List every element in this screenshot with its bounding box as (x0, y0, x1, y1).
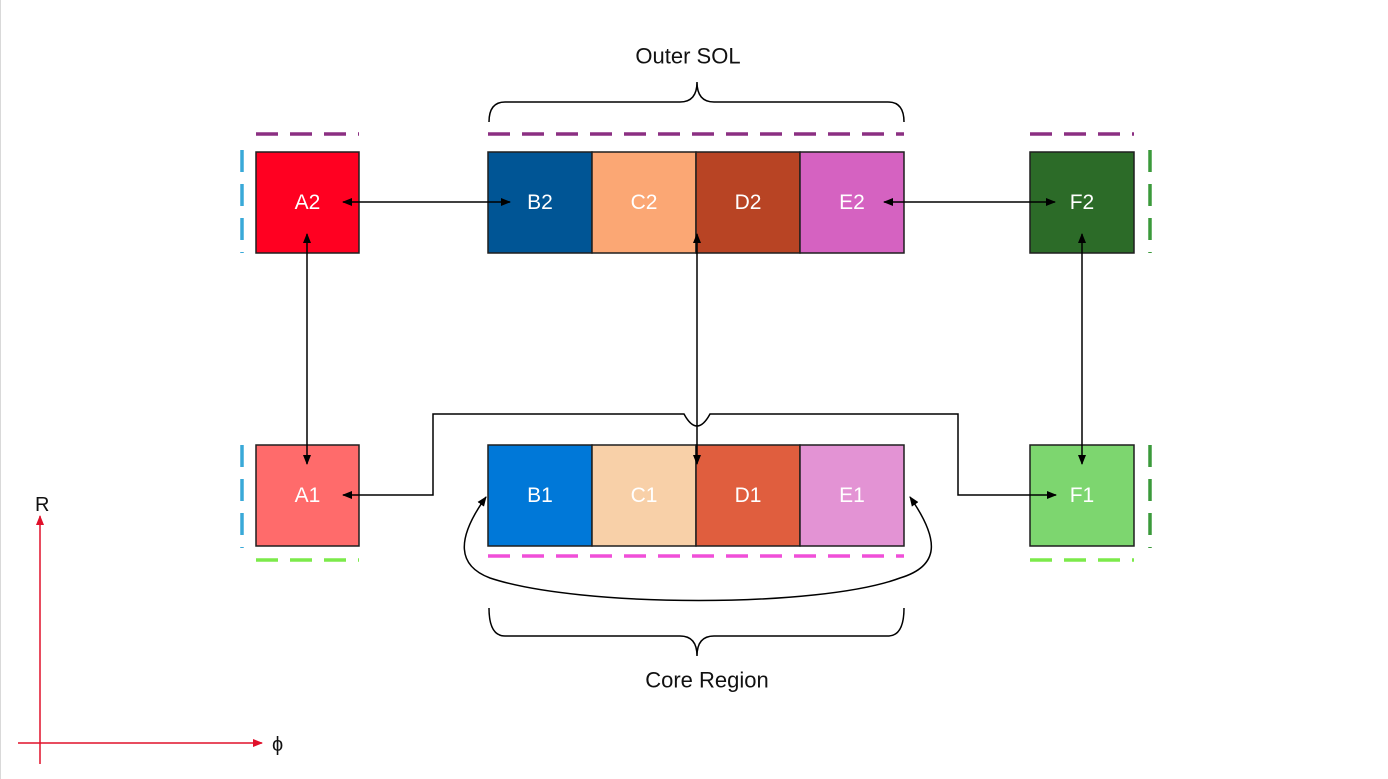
slide-left-border (0, 0, 1, 779)
cell-c1: C1 (591, 444, 697, 547)
svg-text:D1: D1 (735, 484, 762, 507)
svg-text:C1: C1 (631, 484, 658, 507)
cell-b1: B1 (487, 444, 593, 547)
outer-sol-label: Outer SOL (635, 44, 740, 69)
arrow-b1-e1-periodic (463, 496, 933, 602)
svg-text:C2: C2 (631, 191, 658, 214)
svg-text:E1: E1 (839, 484, 865, 507)
arrow-a1-f1 (342, 413, 1057, 499)
svg-text:F1: F1 (1070, 484, 1095, 507)
svg-text:A1: A1 (295, 484, 321, 507)
svg-text:B1: B1 (527, 484, 553, 507)
core-region-brace (488, 607, 905, 657)
svg-text:E2: E2 (839, 191, 865, 214)
outer-sol-brace (488, 81, 905, 123)
core-region-label: Core Region (645, 668, 769, 693)
svg-text:B2: B2 (527, 191, 553, 214)
cell-a1: A1 (255, 444, 360, 547)
phi-axis-label: ϕ (272, 734, 283, 756)
svg-text:A2: A2 (295, 191, 321, 214)
axes: R ϕ (18, 494, 283, 764)
cell-d1: D1 (695, 444, 801, 547)
svg-text:D2: D2 (735, 191, 762, 214)
cell-c2: C2 (591, 151, 697, 254)
cell-e1: E1 (799, 444, 905, 547)
cell-d2: D2 (695, 151, 801, 254)
svg-text:F2: F2 (1070, 191, 1095, 214)
r-axis-label: R (35, 494, 49, 516)
